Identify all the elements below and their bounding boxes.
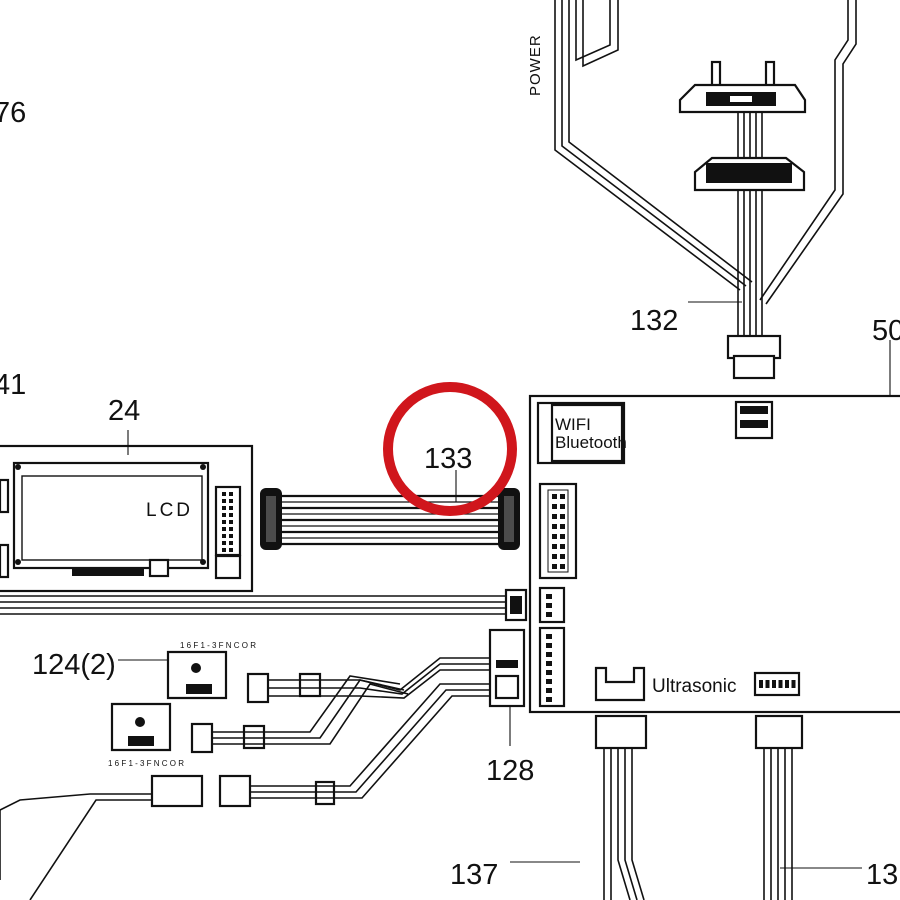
label-133: 133 [424,443,472,475]
bottom-cables [510,714,862,900]
power-label: POWER [527,34,544,96]
svg-text:1 6 F 1 - 3 F N C O R: 1 6 F 1 - 3 F N C O R [108,759,184,768]
label-76: 76 [0,97,26,129]
label-128: 128 [486,755,534,787]
label-137: 137 [450,859,498,891]
label-41: 41 [0,369,26,401]
ultrasonic-label: Ultrasonic [652,676,736,697]
long-cable [0,588,528,622]
label-13x: 13 [866,859,898,891]
lcd-label: LCD [146,500,193,521]
svg-text:1 6 F 1 - 3 F N C O R: 1 6 F 1 - 3 F N C O R [180,641,256,650]
lcd-board [0,430,254,593]
bluetooth-label: Bluetooth [555,433,627,452]
main-board [528,340,900,714]
highlight-circle [383,382,517,516]
wifi-label: WIFI [555,415,591,434]
ribbon-cable-133 [260,470,520,550]
label-124: 124(2) [32,649,116,681]
label-50: 50 [872,315,900,347]
power-harness [554,0,857,380]
sensor-harness: 1 6 F 1 - 3 F N C O R 1 6 F 1 - 3 F N C … [0,628,526,900]
label-24: 24 [108,395,140,427]
label-132: 132 [630,305,678,337]
